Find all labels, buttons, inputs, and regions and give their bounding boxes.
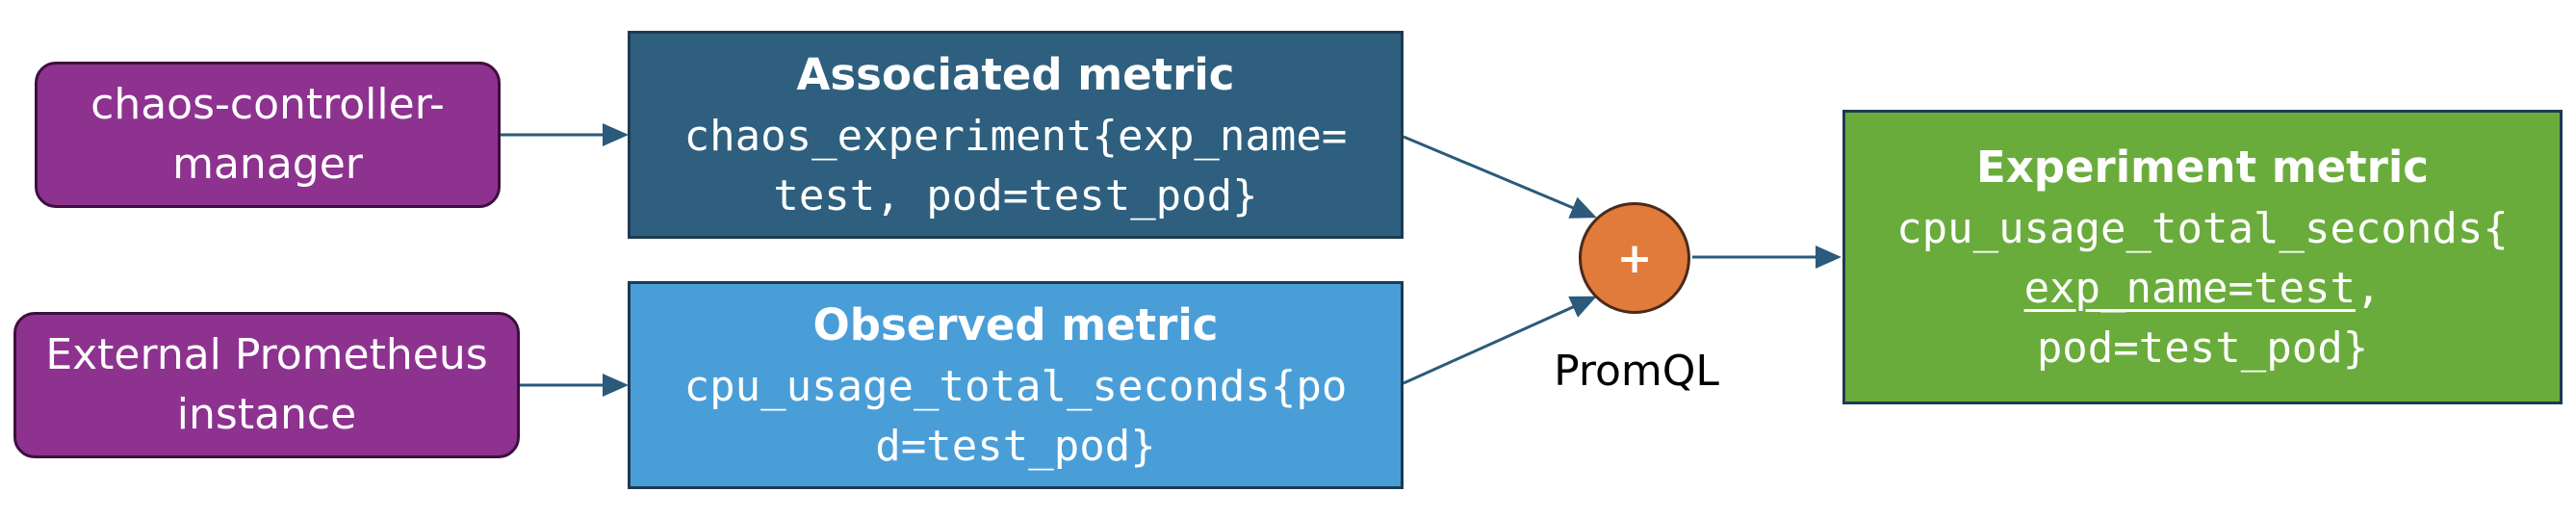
experiment-metric-code-line1: cpu_usage_total_seconds{ [1896,204,2509,253]
associated-metric-box: Associated metric chaos_experiment{exp_n… [628,31,1404,239]
plus-symbol: + [1616,233,1653,283]
promql-label: PromQL [1554,347,1719,396]
controller-label-line2: manager [172,140,363,189]
observed-metric-code-line2: d=test_pod} [875,422,1156,471]
promql-operator-circle: + [1579,202,1690,314]
associated-metric-title: Associated metric [796,49,1235,100]
associated-metric-code-line1: chaos_experiment{exp_name= [683,112,1348,161]
observed-metric-code-line1: cpu_usage_total_seconds{po [683,362,1348,411]
observed-metric-box: Observed metric cpu_usage_total_seconds{… [628,281,1404,489]
prometheus-label-line2: instance [176,390,357,439]
prometheus-label-line1: External Prometheus [45,330,488,379]
exp-name-underlined: exp_name=test [2023,264,2356,313]
observed-metric-title: Observed metric [812,299,1219,350]
experiment-metric-title: Experiment metric [1976,142,2429,193]
experiment-metric-code-line2: exp_name=test, [2024,259,2382,319]
chaos-controller-manager-box: chaos-controller- manager [35,62,501,208]
arrow-associated-to-operator [1403,135,1597,219]
arrow-observed-to-operator [1403,296,1597,385]
experiment-metric-code-line3: pod=test_pod} [2036,324,2369,373]
experiment-metric-box: Experiment metric cpu_usage_total_second… [1842,110,2563,404]
exp-name-rest: , [2355,264,2382,313]
controller-label-line1: chaos-controller- [90,80,445,129]
associated-metric-code-line2: test, pod=test_pod} [773,171,1258,220]
external-prometheus-box: External Prometheus instance [13,312,520,458]
